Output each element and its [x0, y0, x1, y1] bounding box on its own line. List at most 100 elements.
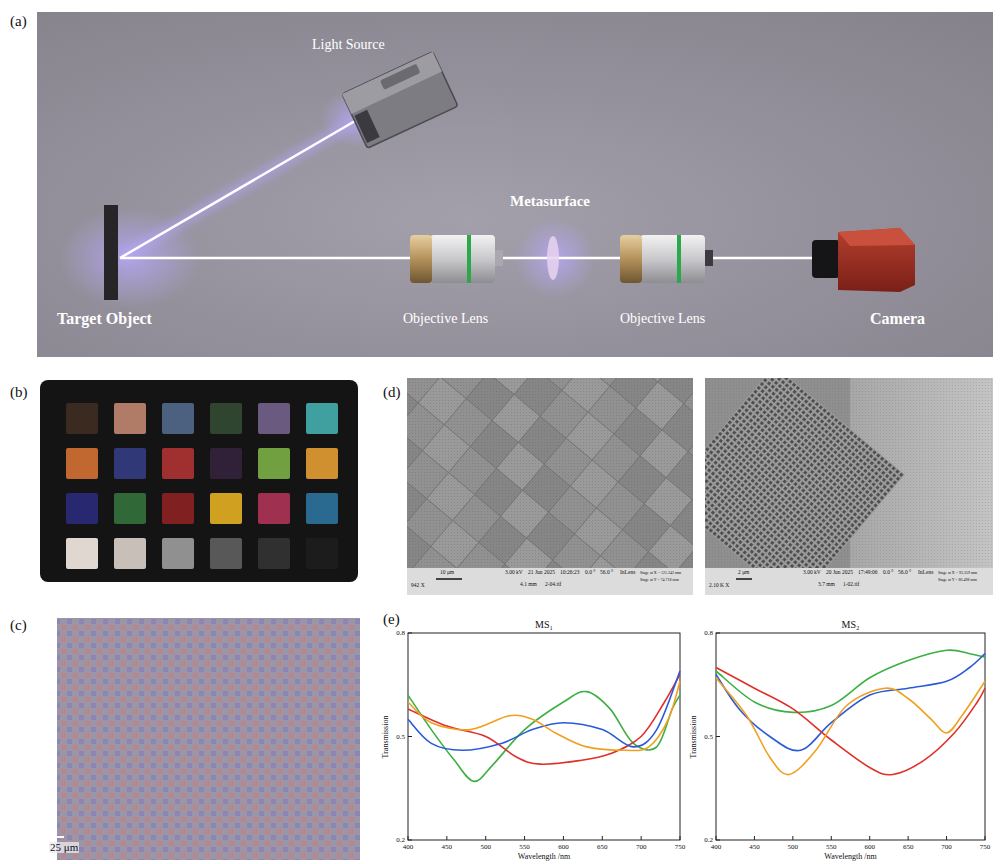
- tick-mark: [716, 736, 720, 737]
- panel-label: (e): [383, 612, 400, 627]
- sem-info-text: 2 μm: [738, 570, 749, 576]
- transmission-curve: [408, 674, 680, 764]
- scene-background: [37, 12, 993, 357]
- source-handle: [380, 64, 420, 90]
- lens-mount: [410, 235, 432, 283]
- color-patch: [162, 403, 194, 434]
- lens-body: [430, 235, 495, 283]
- component-label: Target Object: [57, 311, 152, 327]
- lens-band: [467, 235, 471, 283]
- sem-info-text: Stage at Y = 74.718 mm: [640, 578, 679, 582]
- plot-text: MS₂: [842, 620, 860, 630]
- sem-info-bar: [407, 568, 693, 595]
- plot-text: 450: [442, 844, 453, 851]
- plot-text: Wavelength /nm: [518, 853, 570, 861]
- sem-info-text: 10:26:23: [560, 570, 580, 576]
- color-patch: [210, 448, 242, 479]
- color-patch: [162, 493, 194, 524]
- plot-text: 600: [864, 844, 875, 851]
- sem-texture: [407, 378, 693, 568]
- sem-info-text: 3.00 kV: [505, 570, 523, 576]
- beam-glow: [120, 121, 355, 258]
- metasurface-sample: [547, 236, 559, 280]
- plot-text: Transmission: [690, 715, 698, 758]
- component-label: Camera: [870, 311, 925, 327]
- plot-text: 0.8: [396, 630, 405, 637]
- plot-text: 750: [980, 844, 991, 851]
- sem-info-text: 10 μm: [440, 570, 454, 576]
- sem-info-text: InLens: [620, 570, 635, 576]
- lens-mount: [620, 235, 642, 283]
- tick-mark: [908, 836, 909, 840]
- plot-text: 750: [675, 844, 686, 851]
- lens-band: [677, 235, 681, 283]
- plot-frame: [716, 633, 985, 840]
- sem-info-bar: [705, 568, 993, 595]
- sem-info-text: Stage at X = 121.242 mm: [640, 571, 681, 575]
- color-patch: [66, 403, 98, 434]
- tick-mark: [641, 836, 642, 840]
- transmission-curve: [408, 691, 680, 781]
- component-label: Objective Lens: [403, 312, 488, 326]
- sem-info-text: 0.0 °: [883, 570, 893, 576]
- camera-body: [838, 228, 915, 292]
- sem-info-text: 56.0 °: [898, 570, 911, 576]
- objective-lens: [410, 235, 503, 283]
- color-patch: [210, 493, 242, 524]
- transmission-curve: [716, 668, 985, 775]
- tick-mark: [602, 836, 603, 840]
- tick-mark: [524, 836, 525, 840]
- sem-info-text: Stage at X = 93.359 mm: [938, 571, 977, 575]
- sem-image: [705, 378, 993, 568]
- plot-text: 600: [558, 844, 569, 851]
- scale-label: 25 μm: [49, 842, 79, 853]
- tick-mark: [408, 633, 412, 634]
- tick-mark: [446, 836, 447, 840]
- scale-bar: [49, 836, 64, 838]
- sem-info-text: InLens: [918, 570, 933, 576]
- plot-text: 650: [903, 844, 914, 851]
- color-patch: [66, 538, 98, 569]
- panel-label: (b): [10, 385, 28, 400]
- plot-text: 0.2: [704, 837, 713, 844]
- plot-text: Transmission: [382, 715, 390, 758]
- camera-top: [838, 228, 915, 246]
- sem-image: [407, 378, 693, 568]
- plot-text: 550: [826, 844, 837, 851]
- source-body: [342, 52, 458, 149]
- sem-info-text: Stage at Y = 86.498 mm: [938, 578, 977, 582]
- sem-info-text: 0.0 °: [585, 570, 595, 576]
- transmission-plots: [408, 633, 985, 840]
- panel-label: (c): [10, 618, 27, 633]
- sem-info-text: 2-04.tif: [545, 582, 561, 588]
- color-patch: [114, 493, 146, 524]
- plot-text: 0.5: [704, 733, 713, 740]
- camera: [812, 228, 915, 292]
- scale-bar: [436, 578, 462, 580]
- color-patch: [162, 538, 194, 569]
- sem-info-text: 2.10 K X: [709, 583, 729, 589]
- tick-mark: [985, 836, 986, 840]
- component-label: Light Source: [312, 38, 385, 52]
- lens-body: [640, 235, 705, 283]
- lens-nose: [705, 250, 713, 266]
- transmission-curve: [408, 671, 680, 750]
- sem-info-text: 942 X: [411, 583, 425, 589]
- tick-mark: [869, 836, 870, 840]
- plot-text: 550: [519, 844, 530, 851]
- sem-info-text: 56.0 °: [600, 570, 613, 576]
- plot-text: 0.2: [396, 837, 405, 844]
- color-patch: [306, 448, 338, 479]
- color-patch: [258, 403, 290, 434]
- transmission-curve: [716, 678, 985, 775]
- plot-text: 700: [636, 844, 647, 851]
- color-patch: [258, 538, 290, 569]
- sem-ground: [407, 378, 693, 568]
- panel-label: (d): [383, 385, 401, 400]
- tick-mark: [563, 836, 564, 840]
- sem-ground: [705, 378, 993, 568]
- color-patch: [306, 538, 338, 569]
- tick-mark: [792, 836, 793, 840]
- lens-nose: [495, 250, 503, 266]
